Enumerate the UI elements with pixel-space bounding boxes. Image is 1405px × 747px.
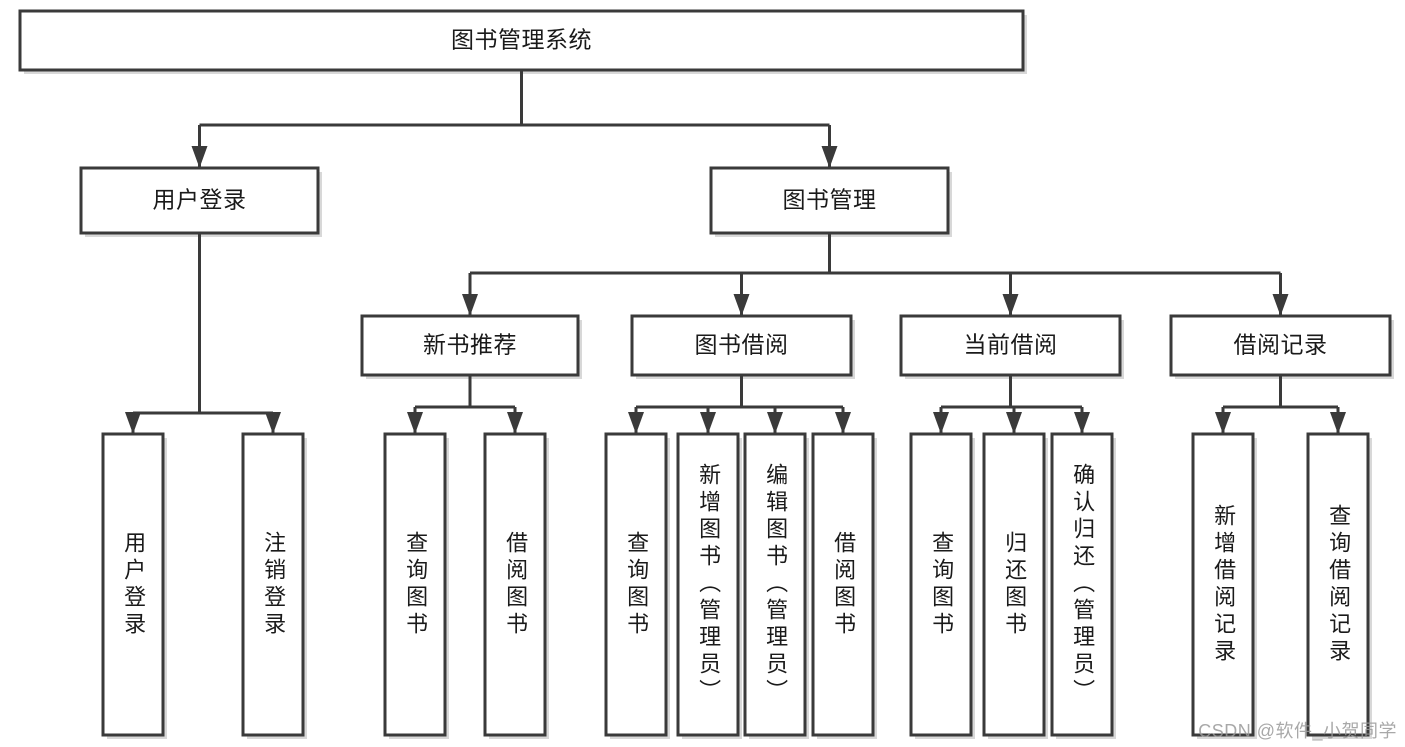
edge-图书借阅-arrow-3 (835, 412, 851, 434)
edge-用户登录-arrow-1 (265, 412, 281, 434)
node-level2-0-label: 用户登录 (153, 187, 247, 213)
edge-新书推荐-arrow-0 (407, 412, 423, 434)
node-leaf-3[interactable] (483, 432, 547, 737)
edge-借阅记录-arrow-0 (1215, 412, 1231, 434)
edge-当前借阅-arrow-0 (933, 412, 949, 434)
edge-bookmgmt-arrow-0 (462, 294, 478, 316)
node-root[interactable] (18, 9, 1025, 72)
edge-图书借阅-arrow-0 (628, 412, 644, 434)
edge-当前借阅-arrow-1 (1006, 412, 1022, 434)
edge-新书推荐-arrow-1 (507, 412, 523, 434)
node-leaf-6[interactable] (743, 432, 807, 737)
edge-bookmgmt-arrow-2 (1002, 294, 1019, 316)
node-level3-1[interactable] (630, 314, 853, 377)
edge-root-arrow-1 (821, 146, 838, 168)
edge-bookmgmt-arrow-1 (733, 294, 750, 316)
node-leaf-2[interactable] (383, 432, 447, 737)
node-leaf-12[interactable] (1306, 432, 1370, 737)
node-leaf-9[interactable] (982, 432, 1046, 737)
edge-root-arrow-0 (191, 146, 208, 168)
node-level3-3-label: 借阅记录 (1234, 332, 1328, 358)
connector-layer (125, 70, 1346, 434)
node-level2-1[interactable] (709, 166, 950, 235)
edge-用户登录-arrow-0 (125, 412, 141, 434)
edge-图书借阅-arrow-1 (700, 412, 716, 434)
csdn-watermark: CSDN @软件_小贺同学 (1198, 721, 1397, 741)
node-leaf-11[interactable] (1191, 432, 1255, 737)
node-leaf-1[interactable] (241, 432, 305, 737)
node-leaf-10[interactable] (1050, 432, 1114, 737)
node-level2-1-label: 图书管理 (783, 187, 877, 213)
edge-当前借阅-arrow-2 (1074, 412, 1090, 434)
node-leaf-8[interactable] (909, 432, 973, 737)
edge-bookmgmt-arrow-3 (1272, 294, 1289, 316)
node-root-label: 图书管理系统 (451, 27, 592, 53)
node-level3-2-label: 当前借阅 (964, 332, 1058, 358)
node-level3-3[interactable] (1169, 314, 1392, 377)
node-level3-1-label: 图书借阅 (695, 332, 789, 358)
node-level2-0[interactable] (79, 166, 320, 235)
node-level3-0-label: 新书推荐 (423, 332, 517, 358)
node-leaf-4[interactable] (604, 432, 668, 737)
node-leaf-0[interactable] (101, 432, 165, 737)
node-level3-2[interactable] (899, 314, 1122, 377)
node-leaf-7[interactable] (811, 432, 875, 737)
node-leaf-5[interactable] (676, 432, 740, 737)
node-level3-0[interactable] (360, 314, 580, 377)
node-box-layer (18, 9, 1392, 737)
edge-借阅记录-arrow-1 (1330, 412, 1346, 434)
edge-图书借阅-arrow-2 (767, 412, 783, 434)
